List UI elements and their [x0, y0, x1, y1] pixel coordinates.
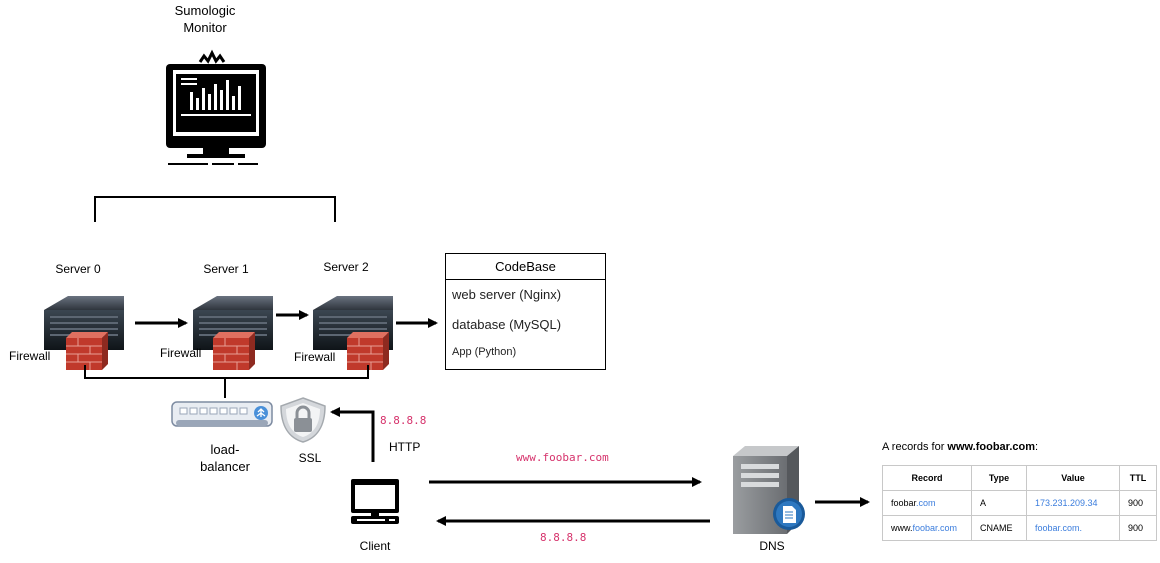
a-records-caption-prefix: A records for	[882, 441, 948, 453]
client-computer-icon	[351, 479, 399, 524]
type-cell: CNAME	[971, 515, 1027, 541]
dns-label: DNS	[759, 539, 785, 553]
client-ip-label: 8.8.8.8	[380, 414, 427, 427]
load-balancer-label-line1: load-	[210, 442, 240, 457]
monitor-label: Sumologic Monitor	[160, 2, 250, 36]
codebase-item-database: database (MySQL)	[452, 317, 562, 332]
column-header-ttl: TTL	[1119, 465, 1157, 491]
firewall-1-label: Firewall	[160, 346, 202, 360]
a-records-caption-domain: www.foobar.com	[947, 441, 1036, 453]
firewall-2-label: Firewall	[294, 350, 336, 364]
column-header-type: Type	[971, 465, 1027, 491]
value-cell[interactable]: foobar.com.	[1026, 515, 1120, 541]
load-balancer-icon	[171, 401, 273, 427]
firewall-0-icon	[66, 332, 108, 370]
value-cell[interactable]: 173.231.209.34	[1026, 490, 1120, 516]
http-label: HTTP	[389, 440, 421, 454]
load-balancer-label: load- balancer	[188, 441, 262, 475]
monitor-icon	[166, 49, 266, 165]
a-records-table: Record Type Value TTL foobar.com A 173.2…	[882, 465, 1157, 541]
load-balancer-label-line2: balancer	[200, 459, 250, 474]
firewall-0-label: Firewall	[9, 349, 51, 363]
a-records-caption: A records for www.foobar.com:	[882, 441, 1038, 453]
client-label: Client	[359, 539, 391, 553]
record-plain: foobar	[891, 498, 917, 508]
monitor-connector	[94, 196, 336, 222]
monitor-label-line2: Monitor	[183, 20, 227, 35]
dns-server-icon	[733, 446, 805, 534]
record-cell: foobar.com	[882, 490, 972, 516]
firewall-1-icon	[213, 332, 255, 370]
table-row: www.foobar.com CNAME foobar.com. 900	[882, 515, 1157, 541]
server-1-label: Server 1	[203, 262, 249, 276]
record-link[interactable]: foobar.com	[912, 523, 958, 533]
record-link[interactable]: .com	[916, 498, 936, 508]
codebase-item-app: App (Python)	[452, 346, 517, 358]
ttl-cell: 900	[1119, 515, 1157, 541]
a-records-header-row: Record Type Value TTL	[882, 465, 1157, 491]
codebase-title: CodeBase	[446, 254, 605, 280]
record-plain: www.	[891, 523, 913, 533]
ssl-label: SSL	[298, 451, 322, 465]
codebase-item-web-server: web server (Nginx)	[452, 287, 562, 302]
arrow-client-to-ssl	[330, 407, 375, 462]
ssl-shield-icon	[280, 397, 326, 443]
firewall-2-icon	[347, 332, 389, 370]
server-2-label: Server 2	[323, 260, 369, 274]
column-header-record: Record	[882, 465, 972, 491]
dns-request-label: www.foobar.com	[516, 451, 609, 464]
record-cell: www.foobar.com	[882, 515, 972, 541]
table-row: foobar.com A 173.231.209.34 900	[882, 490, 1157, 516]
monitor-label-line1: Sumologic	[174, 3, 236, 18]
dns-response-label: 8.8.8.8	[540, 531, 587, 544]
ttl-cell: 900	[1119, 490, 1157, 516]
server-0-label: Server 0	[55, 262, 101, 276]
type-cell: A	[971, 490, 1027, 516]
load-balancer-bus	[84, 365, 369, 398]
column-header-value: Value	[1026, 465, 1120, 491]
codebase-box: CodeBase web server (Nginx) database (My…	[445, 253, 606, 370]
a-records-caption-suffix: :	[1035, 441, 1039, 453]
